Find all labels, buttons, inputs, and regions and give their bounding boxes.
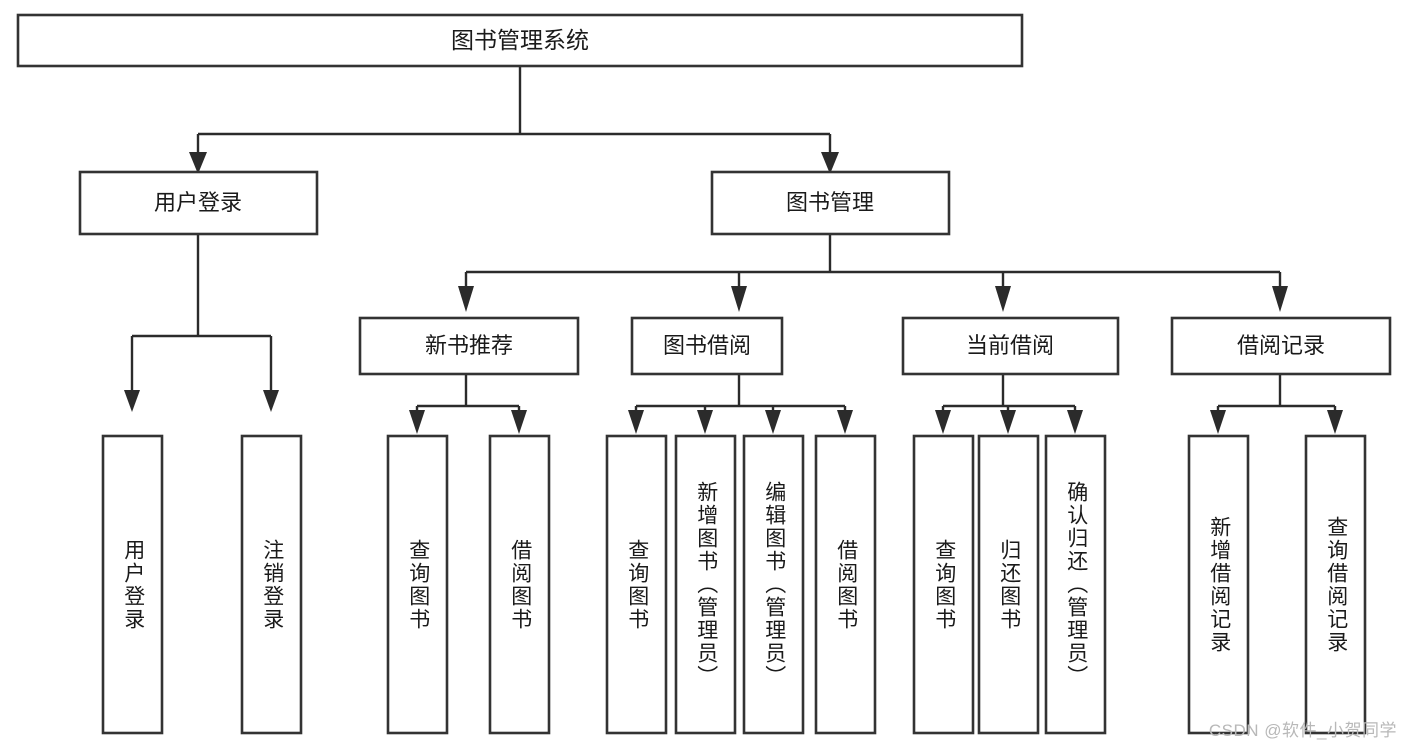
leaf-box-add-borrow-record[interactable] — [1187, 434, 1250, 735]
node-label: 新书推荐 — [425, 333, 513, 358]
connector-group-user-login — [124, 234, 279, 412]
arrow-head-icon — [458, 286, 474, 312]
arrow-head-icon — [124, 390, 140, 412]
leaf-box-query-borrow-record[interactable] — [1304, 434, 1367, 735]
arrow-head-icon — [1327, 410, 1343, 434]
node-label: 图书借阅 — [663, 333, 751, 358]
leaf-box-user-login[interactable] — [101, 434, 164, 735]
leaf-box-query-book-current[interactable] — [912, 434, 975, 735]
node-box — [901, 316, 1120, 376]
arrow-head-icon — [511, 410, 527, 434]
connector-group-book-borrow — [628, 374, 853, 434]
node-book-manage[interactable]: 图书管理 — [710, 170, 951, 236]
node-box — [358, 316, 580, 376]
node-box — [1170, 316, 1392, 376]
node-label: 图书管理系统 — [451, 27, 589, 53]
csdn-watermark: CSDN @软件_小贺同学 — [1208, 721, 1397, 740]
connector-group-borrow-record — [1210, 374, 1343, 434]
node-book-borrow[interactable]: 图书借阅 — [630, 316, 784, 376]
leaf-box-borrow-book[interactable] — [814, 434, 877, 735]
node-new-book-recommend[interactable]: 新书推荐 — [358, 316, 580, 376]
leaf-box-query-book-recommend[interactable] — [386, 434, 449, 735]
node-label: 借阅记录 — [1237, 333, 1325, 358]
arrow-head-icon — [1272, 286, 1288, 312]
node-label: 用户登录 — [154, 190, 242, 215]
leaf-box-edit-book-admin[interactable] — [742, 434, 805, 735]
leaf-box-query-book-borrow[interactable] — [605, 434, 668, 735]
connector-group-new-book — [409, 374, 527, 434]
arrow-head-icon — [1000, 410, 1016, 434]
connector-group-root — [189, 66, 839, 174]
arrow-head-icon — [837, 410, 853, 434]
arrow-head-icon — [995, 286, 1011, 312]
leaf-box-logout-login[interactable] — [240, 434, 303, 735]
leaf-box-confirm-return-admin[interactable] — [1044, 434, 1107, 735]
leaf-box-return-book[interactable] — [977, 434, 1040, 735]
arrow-head-icon — [263, 390, 279, 412]
leaf-box-borrow-book-recommend[interactable] — [488, 434, 551, 735]
leaf-box-add-book-admin[interactable] — [674, 434, 737, 735]
arrow-head-icon — [1210, 410, 1226, 434]
connector-group-book-manage — [458, 234, 1288, 312]
node-user-login[interactable]: 用户登录 — [78, 170, 319, 236]
arrow-head-icon — [765, 410, 781, 434]
connector-group-current-borrow — [935, 374, 1083, 434]
arrow-head-icon — [409, 410, 425, 434]
arrow-head-icon — [697, 410, 713, 434]
arrow-head-icon — [731, 286, 747, 312]
node-current-borrow[interactable]: 当前借阅 — [901, 316, 1120, 376]
node-box — [78, 170, 319, 236]
node-borrow-record[interactable]: 借阅记录 — [1170, 316, 1392, 376]
node-box — [16, 13, 1024, 68]
arrow-head-icon — [189, 152, 207, 174]
node-label: 当前借阅 — [966, 333, 1054, 358]
node-box — [630, 316, 784, 376]
node-root-system[interactable]: 图书管理系统 — [16, 13, 1024, 68]
arrow-head-icon — [935, 410, 951, 434]
node-label: 图书管理 — [786, 190, 874, 215]
arrow-head-icon — [628, 410, 644, 434]
arrow-head-icon — [1067, 410, 1083, 434]
node-box — [710, 170, 951, 236]
arrow-head-icon — [821, 152, 839, 174]
